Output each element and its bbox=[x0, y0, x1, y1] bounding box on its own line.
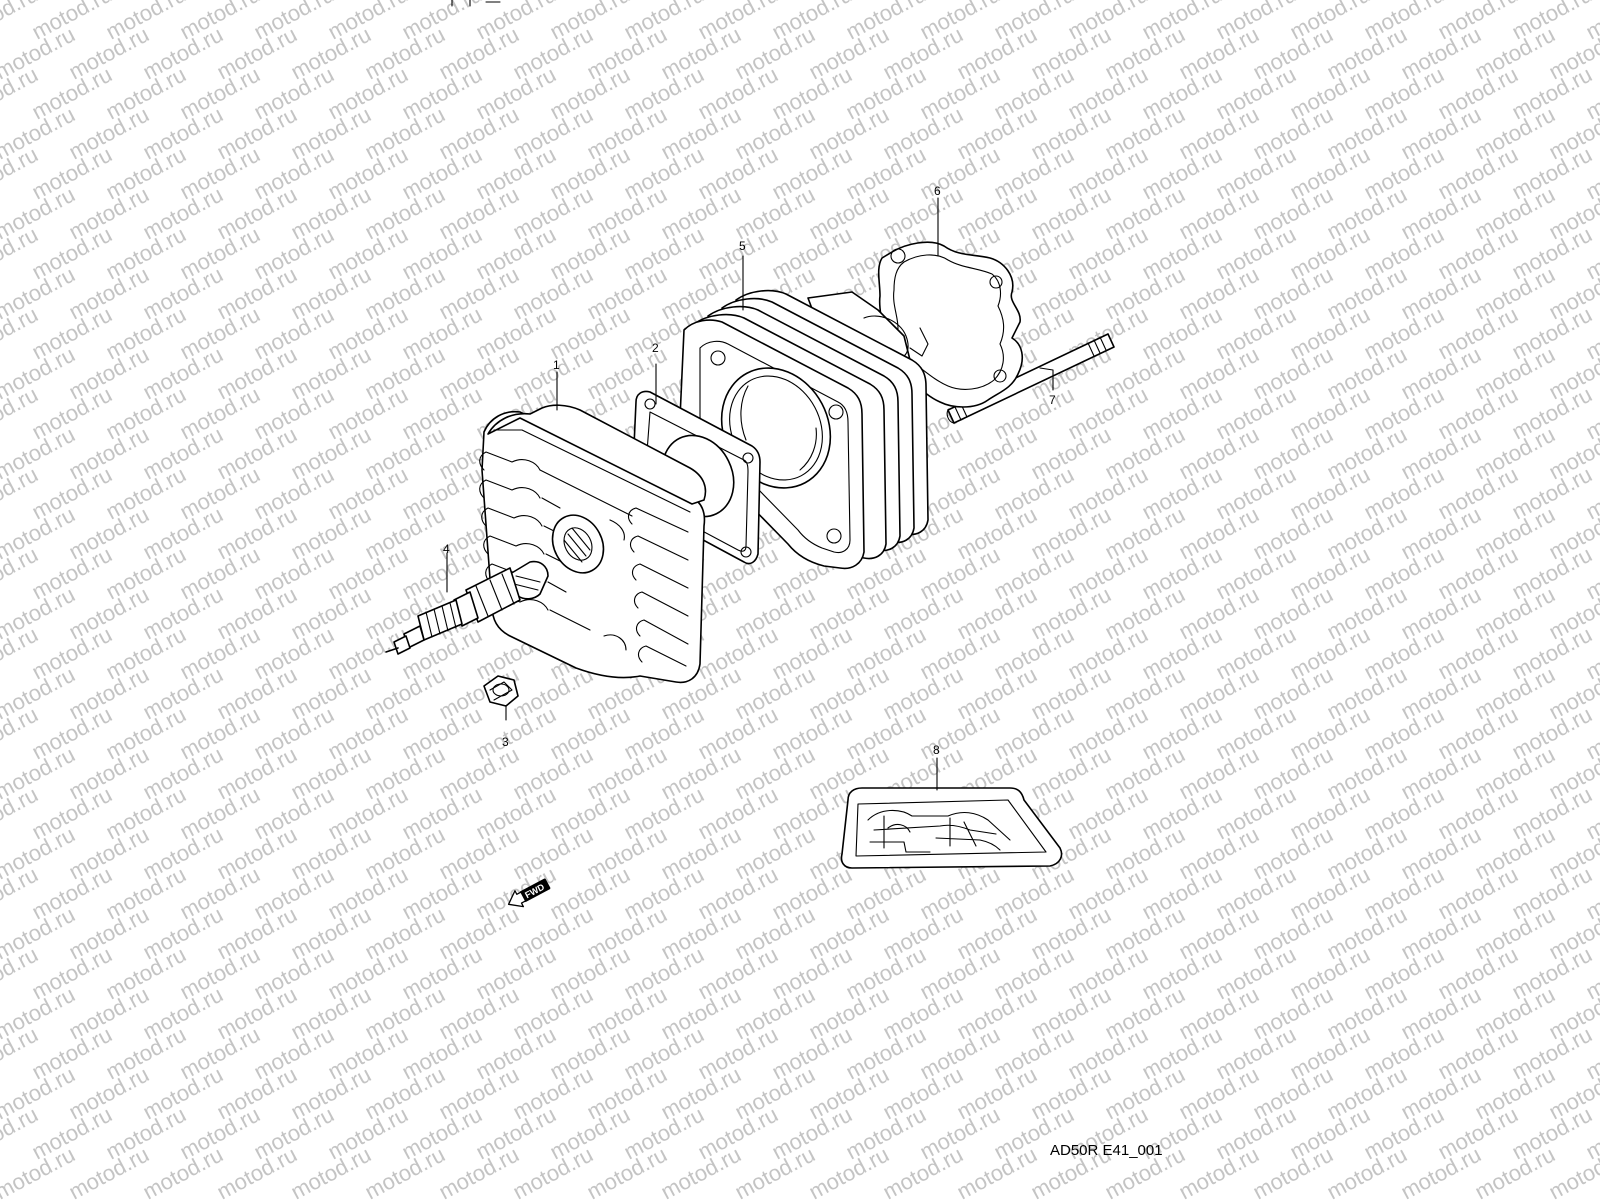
part-gasket-set bbox=[840, 787, 1063, 869]
part-nut bbox=[483, 675, 519, 707]
callout-5: 5 bbox=[739, 239, 746, 253]
callout-3: 3 bbox=[502, 735, 509, 749]
callout-6: 6 bbox=[934, 184, 941, 198]
clipped-heading-remnant bbox=[451, 0, 501, 7]
callout-8: 8 bbox=[933, 743, 940, 757]
callouts: 1 2 3 4 5 6 7 8 bbox=[443, 184, 1056, 757]
part-cylinder-head bbox=[479, 404, 707, 684]
callout-1: 1 bbox=[553, 358, 560, 372]
part-spark-plug bbox=[385, 560, 549, 655]
callout-2: 2 bbox=[652, 341, 659, 355]
part-stud-bolt bbox=[946, 333, 1115, 424]
leader-lines bbox=[446, 197, 1054, 791]
diagram-code: AD50R E41_001 bbox=[1050, 1142, 1163, 1159]
callout-4: 4 bbox=[443, 542, 450, 556]
callout-7: 7 bbox=[1049, 393, 1056, 407]
